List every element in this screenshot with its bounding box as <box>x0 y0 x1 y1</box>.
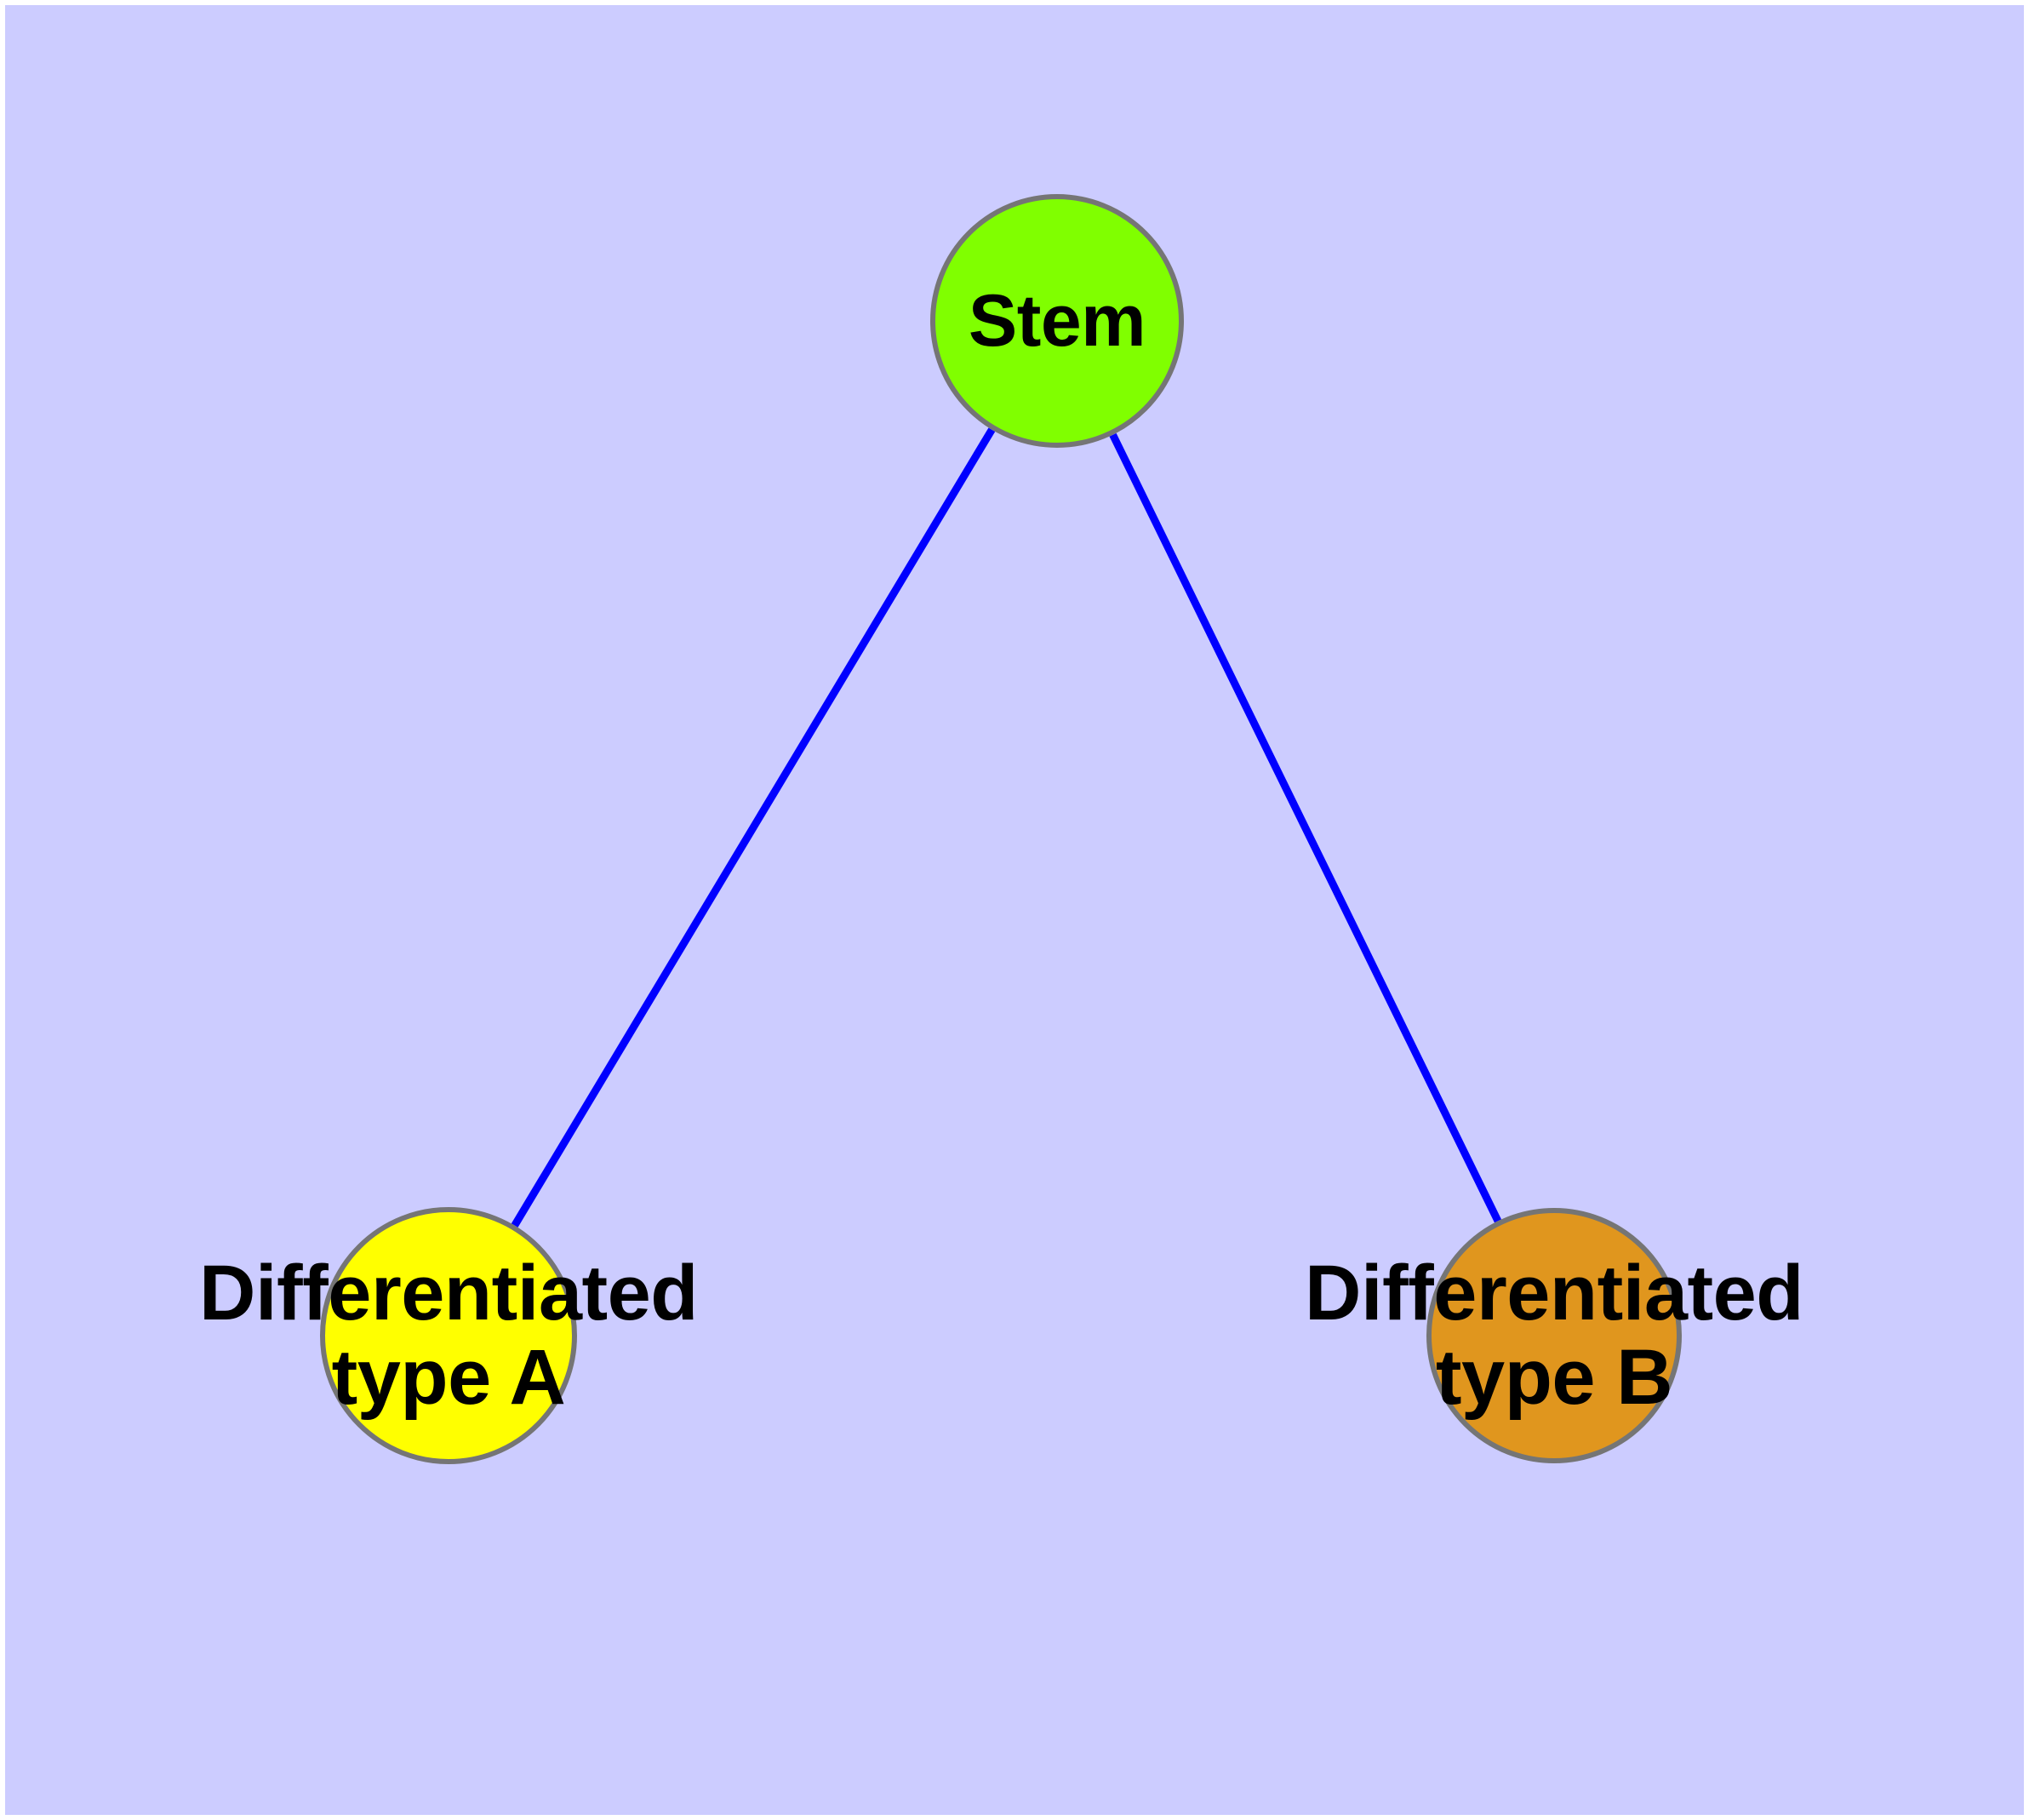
node-label-differentiated-type-b: Differentiated type B <box>1305 1249 1803 1421</box>
node-label-differentiated-type-a: Differentiated type A <box>199 1249 698 1421</box>
node-stem[interactable] <box>930 194 1184 448</box>
edge-layer <box>511 427 1502 1228</box>
node-differentiated-type-b[interactable] <box>1426 1208 1682 1463</box>
edge-stem-to-differentiated-type-b <box>1109 432 1502 1223</box>
node-differentiated-type-a[interactable] <box>320 1207 577 1464</box>
node-label-stem: Stem <box>968 279 1146 362</box>
edge-stem-to-differentiated-type-a <box>511 427 996 1228</box>
node-layer: Stem Differentiated type A Differentiate… <box>5 5 2024 1815</box>
